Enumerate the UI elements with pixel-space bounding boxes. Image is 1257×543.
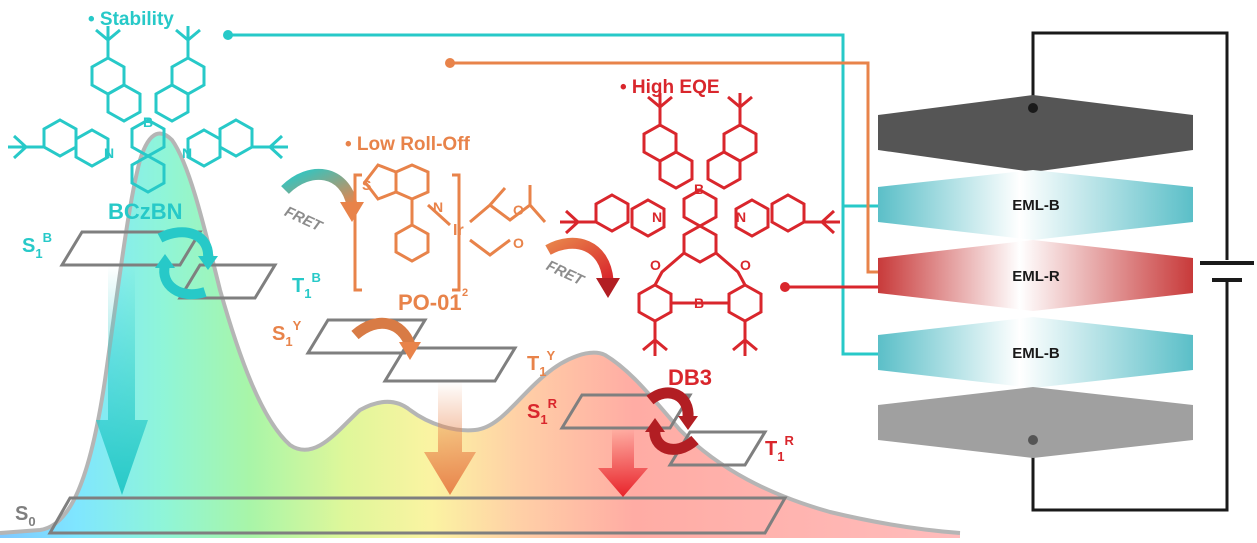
db3-molecule (560, 93, 840, 356)
red-emission-arrow (598, 428, 648, 497)
bczbn-boron: B (143, 114, 153, 130)
state-s0-label: S0 (15, 503, 36, 529)
level-t1y (382, 346, 518, 383)
bczbn-nitrogen-left: N (104, 145, 114, 161)
db3-oxygen-right: O (740, 257, 751, 273)
po01-nitrogen: N (433, 199, 443, 215)
emission-spectrum (0, 131, 961, 538)
bottom-electrode (878, 387, 1193, 458)
fret-arrow-1 (281, 169, 358, 207)
bczbn-label: BCzBN (108, 199, 183, 224)
eml-b-bottom-layer (878, 317, 1193, 388)
eml-b-top-layer (878, 170, 1193, 240)
device-stack: EML-B EML-R EML-B (878, 31, 1254, 512)
db3-boron-bottom: B (694, 295, 704, 311)
isc-arrows (155, 227, 699, 455)
stability-connector-lower (841, 206, 895, 356)
blue-emission-arrow (96, 265, 148, 495)
fret-label-1: FRET (282, 203, 326, 236)
bczbn-molecule (8, 26, 288, 194)
low-rolloff-label: • Low Roll-Off (345, 134, 471, 155)
eml-b-top-label: EML-B (1012, 197, 1060, 214)
high-eqe-label: • High EQE (620, 77, 720, 98)
po01-iridium: Ir (453, 222, 464, 239)
po01-subscript: 2 (462, 287, 468, 299)
po01-sulfur: S (362, 177, 371, 193)
blue-isc-arrow (159, 263, 207, 300)
state-t1y-label: T1Y (527, 348, 555, 379)
po01-oxygen-2: O (513, 235, 524, 251)
yellow-emission-arrow (424, 381, 476, 495)
po01-molecule (353, 163, 547, 292)
circuit-wire-bottom (1031, 282, 1229, 512)
yellow-isc-arrow (351, 317, 416, 348)
eml-r-label: EML-R (1012, 268, 1060, 285)
circuit-wire-top (1031, 31, 1229, 260)
fret-label-2: FRET (544, 257, 588, 290)
db3-label: DB3 (668, 365, 712, 390)
state-s1b-label: S1B (22, 230, 52, 261)
fret-arrow-2 (545, 237, 614, 281)
red-risc-arrow (646, 387, 694, 419)
level-t1b (177, 263, 278, 300)
state-t1b-label: T1B (292, 270, 321, 301)
level-s0 (47, 496, 788, 535)
red-isc-arrow (649, 427, 699, 455)
eml-r-layer (878, 240, 1193, 311)
po01-oxygen-1: O (513, 202, 524, 218)
db3-nitrogen-left: N (652, 209, 662, 225)
db3-boron-top: B (694, 181, 704, 197)
bczbn-nitrogen-right: N (182, 145, 192, 161)
level-s1b (59, 230, 203, 267)
fret-arrows: FRET FRET (281, 169, 620, 298)
eml-b-bottom-label: EML-B (1012, 345, 1060, 362)
spectrum-outline (0, 131, 961, 535)
state-s1r-label: S1R (527, 396, 558, 427)
db3-nitrogen-right: N (736, 209, 746, 225)
top-electrode (878, 95, 1193, 172)
connector-lines (228, 33, 895, 356)
state-s1y-label: S1Y (272, 318, 302, 349)
state-t1r-label: T1R (765, 433, 794, 464)
stability-label: • Stability (88, 9, 174, 30)
db3-oxygen-left: O (650, 257, 661, 273)
po01-label: PO-01 (398, 290, 462, 315)
blue-risc-arrow (157, 227, 214, 259)
emission-arrows (96, 265, 648, 497)
spectrum-fill (0, 133, 960, 538)
